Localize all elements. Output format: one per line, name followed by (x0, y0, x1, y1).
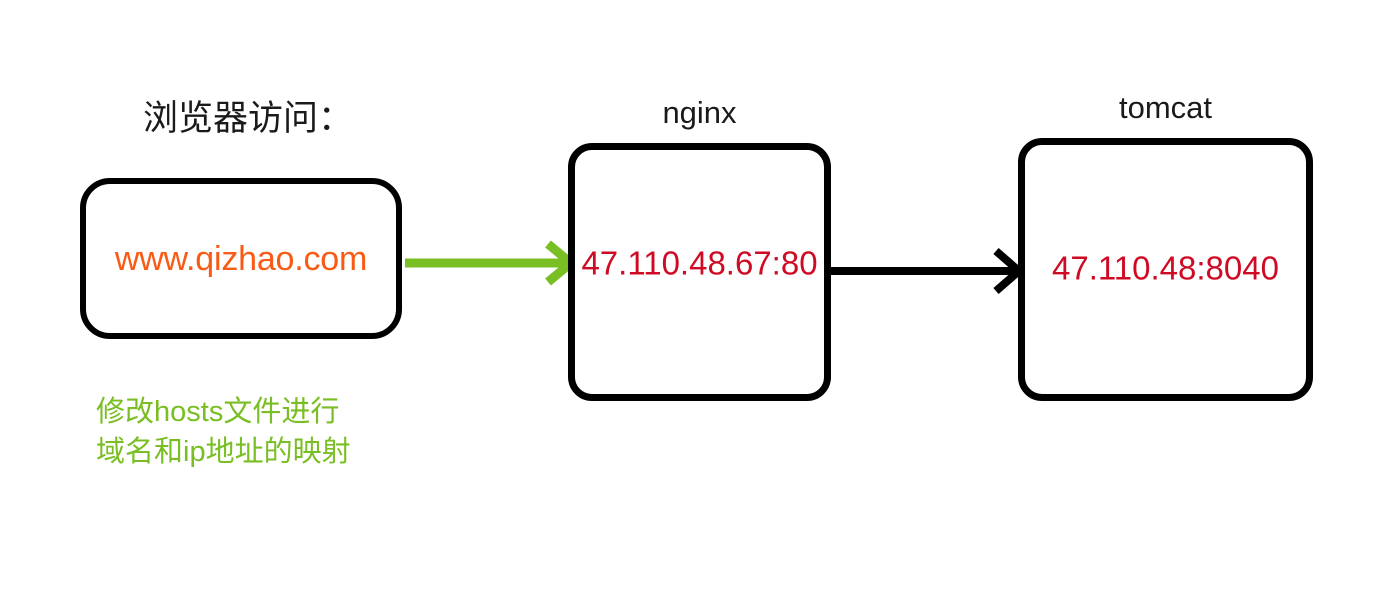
tomcat-node: 47.110.48:8040 (1018, 138, 1313, 401)
nginx-address-label: 47.110.48.67:80 (581, 244, 818, 282)
tomcat-address-label: 47.110.48:8040 (1052, 249, 1279, 287)
hosts-note-line-2: 域名和ip地址的映射 (96, 436, 351, 469)
browser-access-heading: 浏览器访问： (143, 99, 354, 138)
nginx-node: 47.110.48.67:80 (568, 143, 831, 401)
tomcat-caption: tomcat (1118, 90, 1213, 125)
nginx-to-tomcat-arrow (830, 247, 1026, 295)
browser-url-label: www.qizhao.com (114, 239, 368, 278)
nginx-caption: nginx (662, 95, 737, 130)
browser-to-nginx-arrow (405, 240, 579, 286)
hosts-mapping-note: 修改hosts文件进行 域名和ip地址的映射 (96, 392, 351, 472)
browser-node: www.qizhao.com (80, 178, 402, 339)
hosts-note-line-1: 修改hosts文件进行 (96, 396, 340, 428)
